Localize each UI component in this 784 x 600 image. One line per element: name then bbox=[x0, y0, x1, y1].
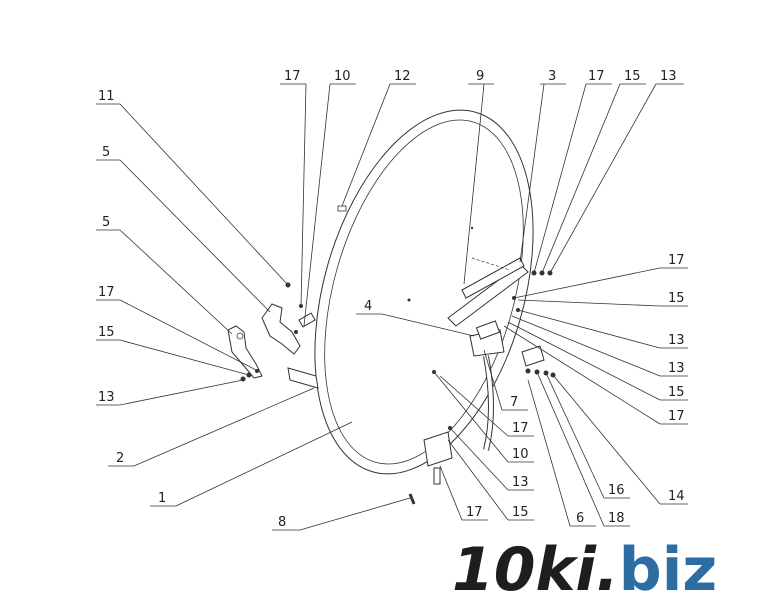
label-13-top: 13 bbox=[660, 69, 677, 84]
label-10-bottom: 10 bbox=[512, 447, 529, 462]
label-14: 14 bbox=[668, 489, 685, 504]
svg-text:10ki.biz: 10ki.biz bbox=[452, 535, 717, 600]
label-2: 2 bbox=[116, 451, 124, 466]
label-7: 7 bbox=[510, 395, 518, 410]
label-5-lower: 5 bbox=[102, 215, 110, 230]
label-9: 9 bbox=[476, 69, 484, 84]
label-3: 3 bbox=[548, 69, 556, 84]
watermark-main: 10ki. bbox=[452, 535, 619, 600]
label-13-bottom: 13 bbox=[512, 475, 529, 490]
watermark-suffix: biz bbox=[619, 535, 717, 600]
leader-lines bbox=[96, 83, 688, 531]
label-15-bottom: 15 bbox=[512, 505, 529, 520]
feed-arm-assembly bbox=[408, 257, 556, 505]
label-15-right-2: 15 bbox=[668, 385, 685, 400]
label-17-bottom-2: 17 bbox=[466, 505, 483, 520]
label-13-left: 13 bbox=[98, 390, 115, 405]
left-bracket-assembly bbox=[227, 205, 347, 389]
part-labels: 11 5 5 17 15 13 2 1 17 10 12 9 3 17 15 1… bbox=[98, 69, 685, 530]
label-5-upper: 5 bbox=[102, 145, 110, 160]
label-1: 1 bbox=[158, 491, 166, 506]
label-16: 16 bbox=[608, 483, 625, 498]
label-15-top: 15 bbox=[624, 69, 641, 84]
label-17-top-left: 17 bbox=[284, 69, 301, 84]
label-17-right-1: 17 bbox=[668, 253, 685, 268]
label-17-bottom-1: 17 bbox=[512, 421, 529, 436]
label-6: 6 bbox=[576, 511, 584, 526]
label-17-left: 17 bbox=[98, 285, 115, 300]
label-4: 4 bbox=[364, 299, 372, 314]
label-13-right-1: 13 bbox=[668, 333, 685, 348]
label-8: 8 bbox=[278, 515, 286, 530]
watermark: 10ki.biz bbox=[452, 535, 717, 600]
label-11: 11 bbox=[98, 89, 115, 104]
label-12: 12 bbox=[394, 69, 411, 84]
label-15-left: 15 bbox=[98, 325, 115, 340]
label-15-right-1: 15 bbox=[668, 291, 685, 306]
label-18: 18 bbox=[608, 511, 625, 526]
label-13-right-2: 13 bbox=[668, 361, 685, 376]
label-17-top-right: 17 bbox=[588, 69, 605, 84]
label-10-top: 10 bbox=[334, 69, 351, 84]
label-17-right-2: 17 bbox=[668, 409, 685, 424]
